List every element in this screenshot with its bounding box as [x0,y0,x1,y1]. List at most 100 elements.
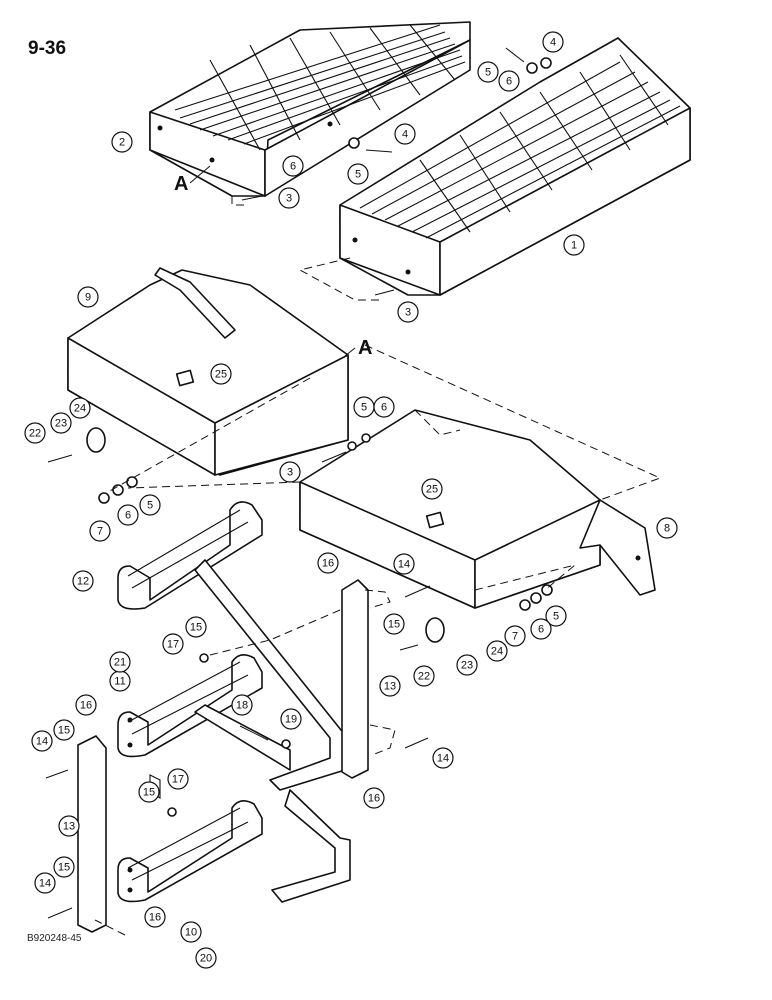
step-pad-10 [117,800,263,903]
callout-6: 6 [117,504,139,526]
callout-label: 15 [190,622,202,634]
callout-balloon [347,163,369,185]
callout-balloon [162,633,184,655]
callout-label: 6 [125,510,131,522]
callout-balloon [210,363,232,385]
callout-label: 15 [143,787,155,799]
callout-13: 13 [58,815,80,837]
callout-19: 19 [280,708,302,730]
callout-balloon [563,234,585,256]
reference-marks: A A [174,165,372,359]
callout-3: 3 [397,301,419,323]
callout-balloon [279,461,301,483]
callout-balloon [69,397,91,419]
callout-label: 3 [287,467,293,479]
callout-balloon [144,906,166,928]
callout-16: 16 [363,787,385,809]
callout-4: 4 [542,31,564,53]
callout-balloon [167,768,189,790]
callout-balloon [72,570,94,592]
callout-balloon [53,856,75,878]
callout-label: 16 [80,700,92,712]
callout-label: 2 [119,137,125,149]
callout-23: 23 [456,654,478,676]
callout-label: 8 [664,523,670,535]
callout-label: 15 [58,862,70,874]
callout-label: 6 [538,624,544,636]
callout-6: 6 [373,396,395,418]
callout-label: 1 [571,240,577,252]
step-grating-left [149,21,471,197]
callout-balloon [397,301,419,323]
step-box-left [67,267,349,476]
hanger-13-right [341,579,369,779]
callout-balloon [180,921,202,943]
callout-22: 22 [413,665,435,687]
callout-label: 6 [290,161,296,173]
callout-balloon [656,517,678,539]
figure-code: B920248-45 [27,933,82,944]
callout-label: 14 [437,753,449,765]
callout-label: 16 [149,912,161,924]
callout-label: 7 [97,526,103,538]
callout-label: 7 [512,631,518,643]
step-box-right [299,409,656,609]
callout-balloon [379,675,401,697]
callout-label: 9 [85,292,91,304]
callout-15: 15 [138,781,160,803]
callout-balloon [53,719,75,741]
callout-label: 5 [147,500,153,512]
callout-5: 5 [353,396,375,418]
callout-2: 2 [111,131,133,153]
callout-13: 13 [379,675,401,697]
callout-label: 17 [167,639,179,651]
callout-16: 16 [317,552,339,574]
callout-3: 3 [278,187,300,209]
callout-5: 5 [347,163,369,185]
step-pad-12 [117,501,263,610]
callout-label: 23 [461,660,473,672]
callout-label: 14 [398,559,410,571]
step-pad-11 [117,654,263,758]
hardware [45,47,553,919]
callout-label: 13 [63,821,75,833]
callout-25: 25 [421,478,443,500]
callout-label: 5 [355,169,361,181]
reference-mark-a-2: A [358,337,372,359]
callout-7: 7 [504,625,526,647]
callout-label: 5 [361,402,367,414]
callout-balloon [58,815,80,837]
callout-balloon [195,947,217,969]
callout-3: 3 [279,461,301,483]
callout-7: 7 [89,520,111,542]
callout-balloon [109,651,131,673]
callout-12: 12 [72,570,94,592]
callout-24: 24 [69,397,91,419]
callout-8: 8 [656,517,678,539]
callout-17: 17 [167,768,189,790]
callout-label: 25 [426,484,438,496]
callout-balloon [477,61,499,83]
callout-11: 11 [109,670,131,692]
callout-20: 20 [195,947,217,969]
reference-mark-a-1: A [174,173,188,195]
callout-label: 11 [114,676,125,688]
callout-balloon [383,613,405,635]
callout-balloon [139,494,161,516]
callout-balloon [111,131,133,153]
callout-label: 4 [550,37,556,49]
callout-balloon [498,70,520,92]
callout-label: 5 [553,611,559,623]
callout-label: 3 [286,193,292,205]
callout-balloon [456,654,478,676]
callout-balloon [75,694,97,716]
callout-label: 13 [384,681,396,693]
callout-balloon [421,478,443,500]
callout-label: 5 [485,67,491,79]
callout-label: 16 [368,793,380,805]
callout-14: 14 [393,553,415,575]
page-number: 9-36 [28,38,67,59]
callout-22: 22 [24,422,46,444]
callout-balloon [317,552,339,574]
